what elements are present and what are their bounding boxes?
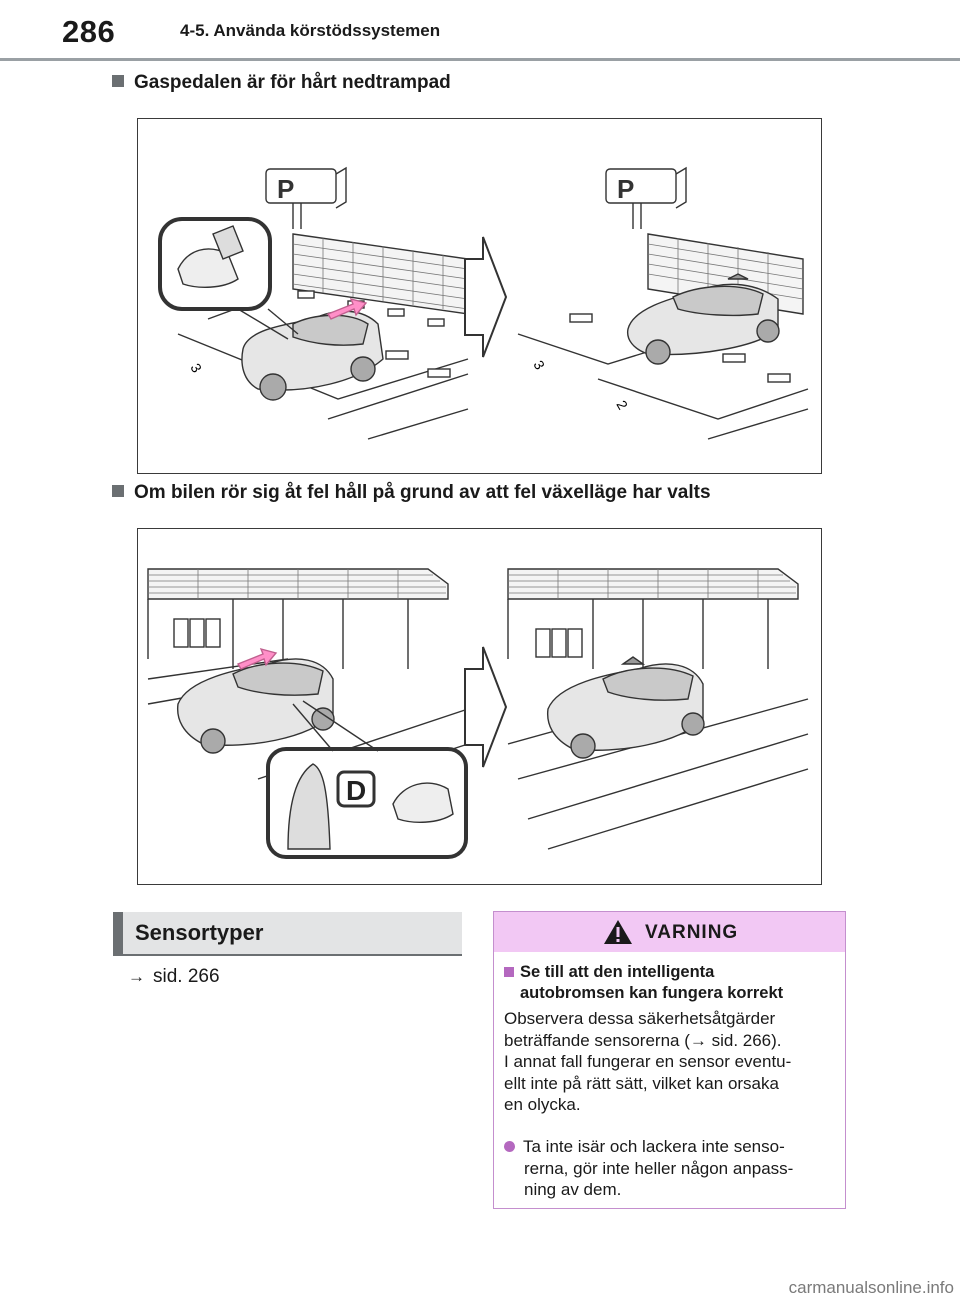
arrow-right-icon: →	[128, 967, 145, 986]
subheading-accelerator: Gaspedalen är för hårt nedtrampad	[112, 72, 451, 94]
square-bullet-icon	[112, 485, 124, 497]
para-line: beträffande sensorerna (→ sid. 266).	[504, 1030, 782, 1050]
gear-indicator-letter: D	[346, 775, 366, 806]
section-header-sensor-types: Sensortyper	[113, 912, 462, 954]
warning-bullet-heading: Se till att den intelligenta autobromsen…	[504, 962, 783, 1004]
chapter-title: 4-5. Använda körstödssystemen	[180, 21, 441, 40]
watermark: carmanualsonline.info	[788, 1278, 954, 1297]
parking-sign-letter-left: P	[277, 174, 294, 204]
section-title: Sensortyper	[135, 920, 264, 945]
space-number-3-right: 3	[530, 358, 548, 373]
para-line: en olycka.	[504, 1095, 581, 1114]
space-number-3-left: 3	[187, 361, 205, 376]
warning-box: VARNING Se till att den intelligenta aut…	[493, 911, 846, 1209]
storefront-illustration-svg: D	[147, 568, 809, 859]
header-divider	[0, 58, 960, 61]
square-bullet-icon	[504, 967, 514, 977]
parking-illustration-svg: 3 3 2 P P	[158, 166, 809, 440]
page-reference: → sid. 266	[128, 966, 220, 988]
para-line: Observera dessa säkerhetsåtgärder	[504, 1009, 776, 1028]
item-line3: ning av dem.	[524, 1180, 622, 1199]
bullet-heading-line1: Se till att den intelligenta	[520, 963, 715, 981]
round-bullet-icon	[504, 1141, 515, 1152]
illustration-parking-accelerator: 3 3 2 P P	[137, 118, 822, 474]
section-underline	[113, 954, 462, 956]
subheading-text: Gaspedalen är för hårt nedtrampad	[134, 72, 451, 93]
subheading-wrong-gear: Om bilen rör sig åt fel håll på grund av…	[112, 482, 711, 504]
item-line2: rerna, gör inte heller någon anpass-	[524, 1158, 794, 1178]
para-line: I annat fall fungerar en sensor eventu-	[504, 1052, 792, 1071]
page-number: 286	[62, 14, 116, 49]
warning-header: VARNING	[494, 912, 845, 952]
item-line1: Ta inte isär och lackera inte senso-	[523, 1137, 785, 1156]
subheading-text: Om bilen rör sig åt fel håll på grund av…	[134, 482, 711, 503]
warning-list-item: Ta inte isär och lackera inte senso- rer…	[504, 1136, 839, 1201]
square-bullet-icon	[112, 75, 124, 87]
bullet-heading-line2: autobromsen kan fungera korrekt	[520, 984, 784, 1002]
illustration-wrong-gear: D	[137, 528, 822, 885]
warning-title: VARNING	[645, 922, 739, 943]
parking-sign-letter-right: P	[617, 174, 634, 204]
space-number-2: 2	[613, 398, 631, 413]
warning-triangle-icon	[604, 920, 632, 944]
para-line: ellt inte på rätt sätt, vilket kan orsak…	[504, 1073, 779, 1093]
warning-paragraph: Observera dessa säkerhetsåtgärder beträf…	[504, 1008, 839, 1116]
reference-text: sid. 266	[153, 966, 220, 987]
